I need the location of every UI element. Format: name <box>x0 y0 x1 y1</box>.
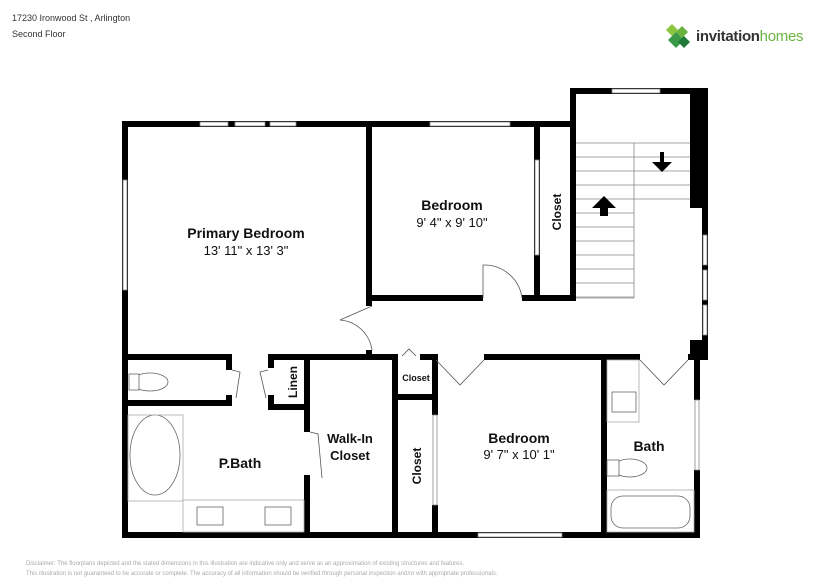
room-name: P.Bath <box>219 455 262 471</box>
stairs <box>576 142 690 299</box>
room-name: Closet <box>402 373 430 383</box>
doors <box>231 264 689 479</box>
room-dims: 9' 4" x 9' 10" <box>416 215 488 230</box>
logo-diamond-icon <box>666 24 690 48</box>
room-name-line2: Closet <box>330 448 370 463</box>
bathtub <box>610 495 691 529</box>
fixtures <box>127 359 695 533</box>
room-name: Closet <box>410 448 424 485</box>
windows <box>122 88 708 538</box>
room-dims: 9' 7" x 10' 1" <box>483 447 555 462</box>
invitation-homes-logo: invitationhomes <box>664 22 803 50</box>
arrow-down-icon <box>652 152 672 172</box>
disclaimer-line-2: This illustration is not guaranteed to b… <box>26 571 498 577</box>
room-dims: 13' 11" x 13' 3" <box>204 243 289 258</box>
sink <box>611 391 637 413</box>
sink <box>264 506 292 526</box>
bathtub <box>129 414 181 496</box>
sink <box>196 506 224 526</box>
room-name: Linen <box>286 366 300 398</box>
room-name: Bath <box>633 438 664 454</box>
room-name: Primary Bedroom <box>187 225 304 241</box>
arrow-up-icon <box>592 196 616 216</box>
logo-word-homes: homes <box>759 27 804 45</box>
room-name: Closet <box>550 194 564 231</box>
floor-label: Second Floor <box>12 29 66 39</box>
room-name: Walk-In <box>327 431 373 446</box>
room-name: Bedroom <box>488 430 549 446</box>
address: 17230 Ironwood St , Arlington <box>12 13 131 23</box>
logo-word-invitation: invitation <box>696 27 760 45</box>
room-name: Bedroom <box>421 197 482 213</box>
disclaimer-line-1: Disclaimer: The floorplans depicted and … <box>26 561 465 567</box>
